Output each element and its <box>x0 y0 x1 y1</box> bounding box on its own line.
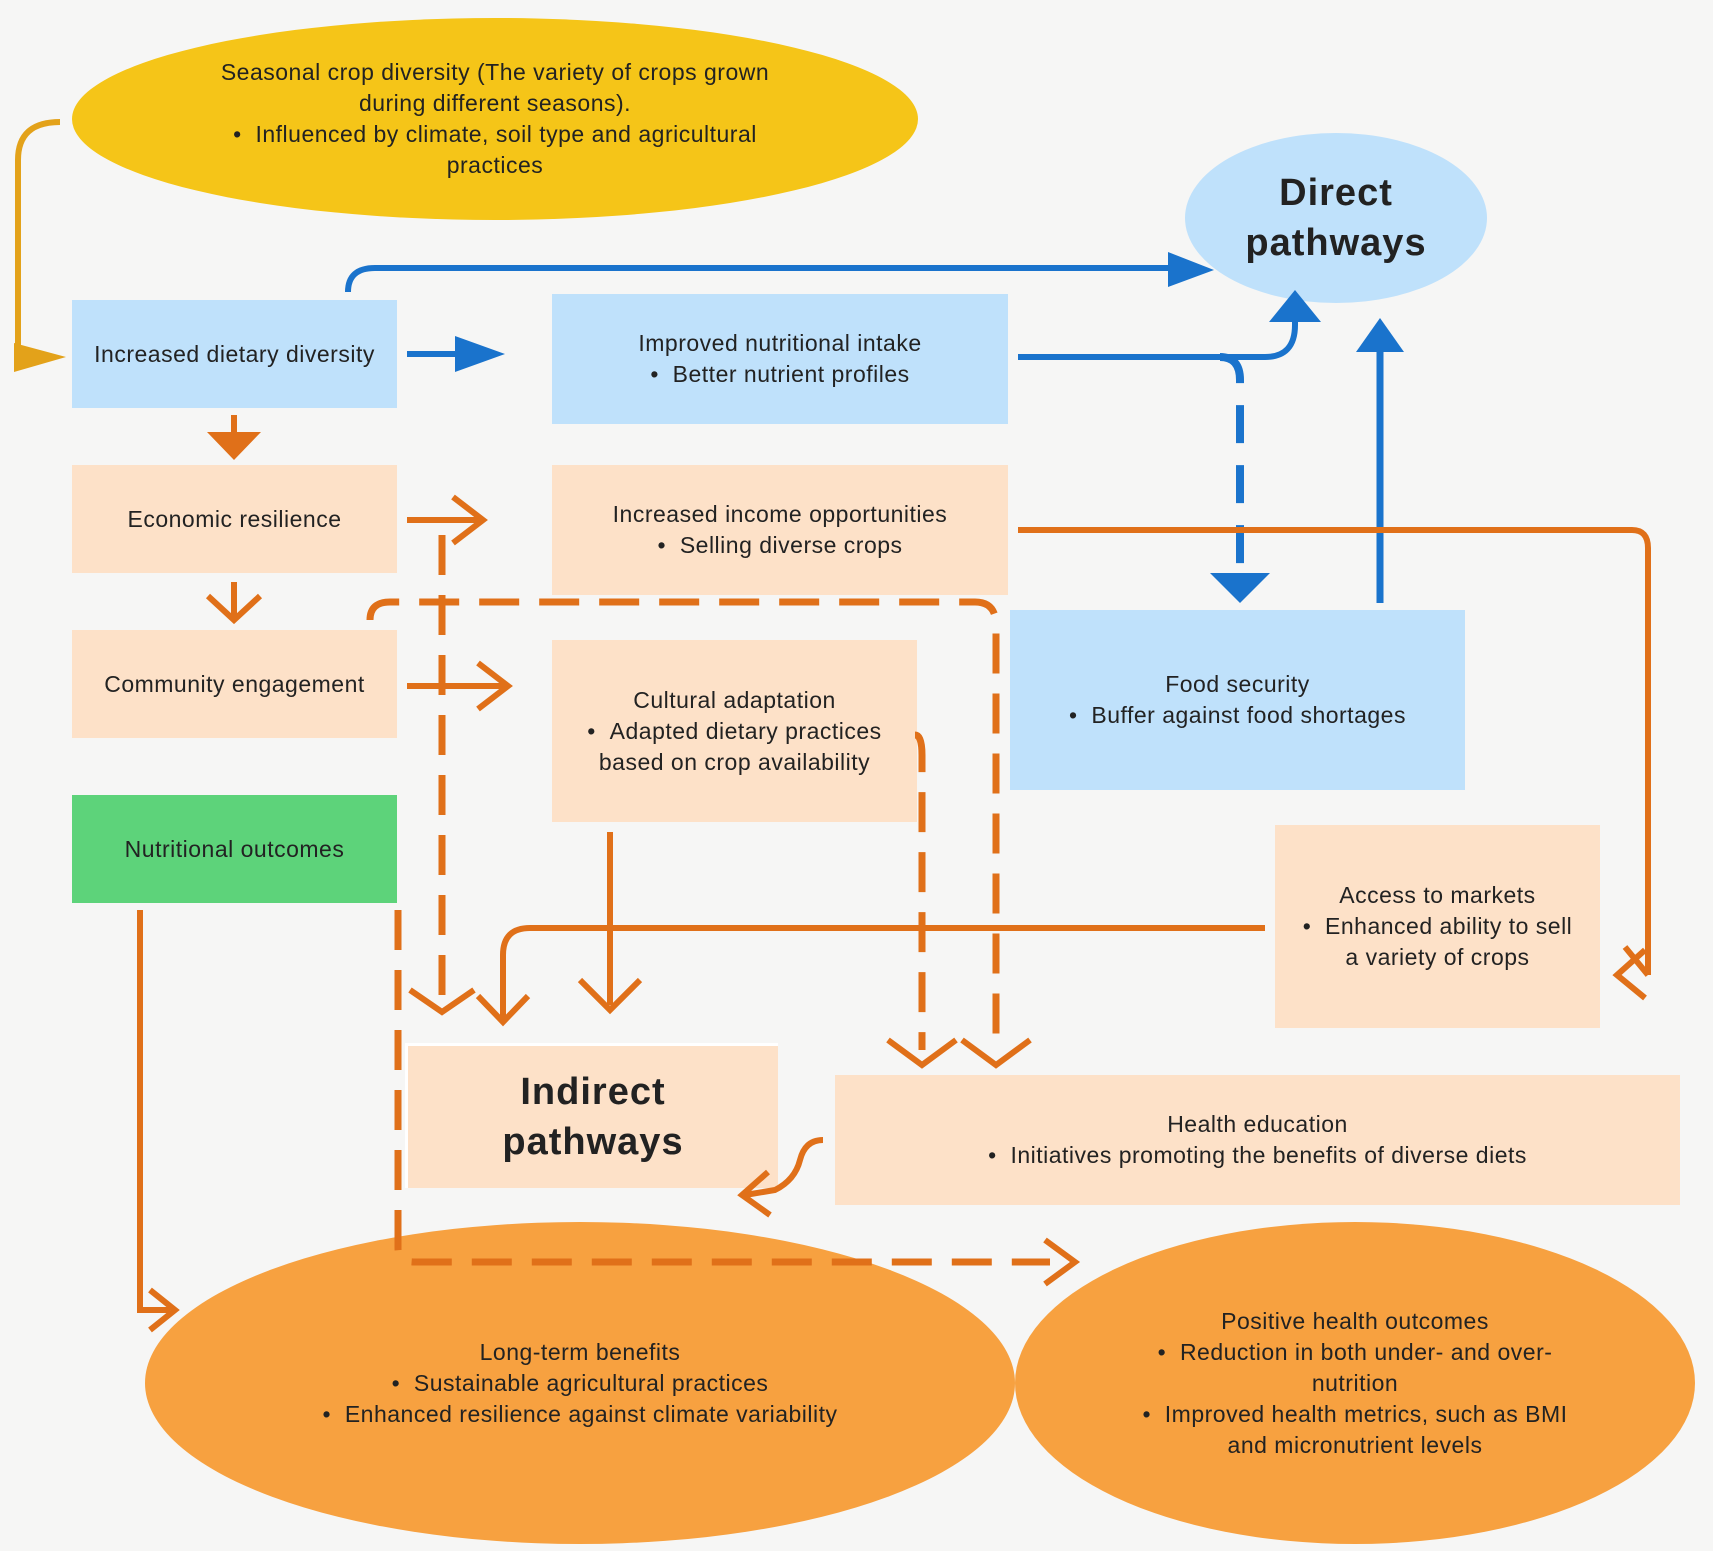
improved-nutritional-intake-node: Improved nutritional intake Better nutri… <box>552 294 1008 424</box>
nutritional-outcomes-node: Nutritional outcomes <box>72 795 397 903</box>
food-security-title: Food security <box>1165 671 1310 697</box>
long-term-benefits-node: Long-term benefits Sustainable agricultu… <box>145 1222 1015 1544</box>
direct-pathways-title: Direct pathways <box>1245 172 1427 264</box>
indirect-pathways-node: Indirect pathways <box>405 1043 778 1188</box>
cultural-adaptation-node: Cultural adaptation Adapted dietary prac… <box>552 640 917 822</box>
long-term-bullet-1: Sustainable agricultural practices <box>392 1368 769 1399</box>
increased-income-node: Increased income opportunities Selling d… <box>552 465 1008 595</box>
indirect-pathways-title: Indirect pathways <box>502 1071 684 1163</box>
markets-bullet: Enhanced ability to sell a variety of cr… <box>1300 911 1575 973</box>
health-outcomes-title: Positive health outcomes <box>1221 1307 1489 1334</box>
cultural-title: Cultural adaptation <box>633 686 836 713</box>
income-bullet: Selling diverse crops <box>657 530 902 561</box>
long-term-title: Long-term benefits <box>479 1338 681 1365</box>
long-term-bullet-2: Enhanced resilience against climate vari… <box>322 1399 837 1430</box>
income-title: Increased income opportunities <box>612 501 948 527</box>
positive-health-outcomes-node: Positive health outcomes Reduction in bo… <box>1015 1222 1695 1544</box>
seasonal-title: Seasonal crop diversity (The variety of … <box>220 59 770 116</box>
economic-resilience-node: Economic resilience <box>72 465 397 573</box>
increased-dietary-diversity-node: Increased dietary diversity <box>72 300 397 408</box>
community-title: Community engagement <box>104 670 365 697</box>
nutritional-intake-bullet: Better nutrient profiles <box>650 359 910 390</box>
economic-title: Economic resilience <box>127 505 342 532</box>
access-to-markets-node: Access to markets Enhanced ability to se… <box>1275 825 1600 1028</box>
cultural-bullet: Adapted dietary practices based on crop … <box>572 716 897 778</box>
seasonal-crop-diversity-node: Seasonal crop diversity (The variety of … <box>72 18 918 220</box>
seasonal-bullet: Influenced by climate, soil type and agr… <box>192 119 798 181</box>
direct-pathways-node: Direct pathways <box>1185 133 1487 303</box>
food-security-bullet: Buffer against food shortages <box>1069 700 1406 731</box>
community-engagement-node: Community engagement <box>72 630 397 738</box>
health-outcomes-bullet-2: Improved health metrics, such as BMI and… <box>1125 1399 1585 1461</box>
health-outcomes-bullet-1: Reduction in both under- and over-nutrit… <box>1125 1337 1585 1399</box>
health-education-title: Health education <box>1167 1111 1348 1137</box>
health-education-node: Health education Initiatives promoting t… <box>835 1075 1680 1205</box>
food-security-node: Food security Buffer against food shorta… <box>1010 610 1465 790</box>
nutritional-outcomes-title: Nutritional outcomes <box>124 835 345 862</box>
nutritional-intake-title: Improved nutritional intake <box>638 330 922 356</box>
dietary-title: Increased dietary diversity <box>94 340 375 367</box>
health-education-bullet: Initiatives promoting the benefits of di… <box>988 1140 1527 1171</box>
markets-title: Access to markets <box>1339 882 1536 908</box>
